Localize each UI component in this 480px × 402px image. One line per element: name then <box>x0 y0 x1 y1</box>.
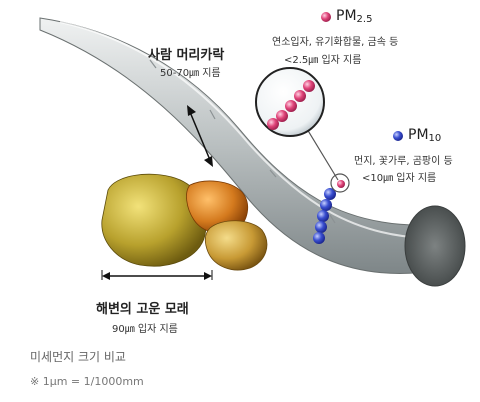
sand-diameter-arrow <box>101 270 213 280</box>
pm25-size: <2.5㎛ 입자 지름 <box>284 55 362 66</box>
sand-size: 90㎛ 입자 지름 <box>112 324 178 335</box>
hair-diameter-arrow <box>187 105 213 167</box>
hair-size: 50-70㎛ 지름 <box>160 68 221 79</box>
pm25-legend-dot <box>321 12 331 22</box>
sand-grains <box>101 173 268 271</box>
pm10-particles <box>313 180 345 244</box>
hair-strand <box>39 17 466 287</box>
figure-caption: 미세먼지 크기 비교 <box>30 350 126 364</box>
pm10-size: <10㎛ 입자 지름 <box>362 173 437 184</box>
pm10-title-sub: 10 <box>428 133 442 144</box>
unit-note: ※ 1μm = 1/1000mm <box>30 375 144 388</box>
pm10-legend-dot <box>393 131 403 141</box>
sand-title: 해변의 고운 모래 <box>96 302 189 317</box>
illustration <box>39 12 466 287</box>
size-comparison-figure: 사람 머리카락 50-70㎛ 지름 PM2.5 연소입자, 유기화합물, 금속 … <box>39 8 466 335</box>
magnifier-lens <box>255 67 350 193</box>
pm25-description: 연소입자, 유기화합물, 금속 등 <box>272 37 399 48</box>
pm25-title-sub: 2.5 <box>356 14 373 25</box>
pm10-title: PM10 <box>408 127 442 144</box>
pm25-title-main: PM <box>336 8 357 24</box>
pm25-title: PM2.5 <box>336 8 373 25</box>
hair-title: 사람 머리카락 <box>148 48 225 63</box>
pm10-title-main: PM <box>408 127 429 143</box>
pm10-description: 먼지, 꽃가루, 곰팡이 등 <box>354 156 453 167</box>
